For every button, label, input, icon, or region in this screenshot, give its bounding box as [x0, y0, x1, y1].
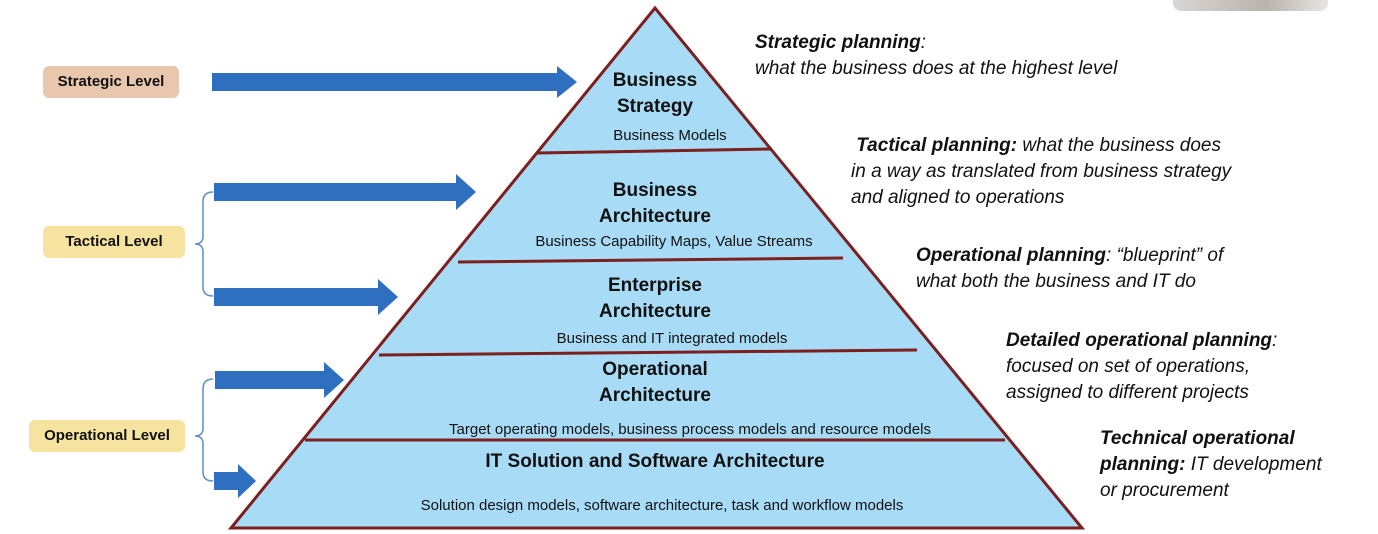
operational-level-tag: Operational Level — [29, 420, 185, 452]
note-1-text-2: what the business does at the highest le… — [755, 58, 1118, 79]
layer-3-title-line1: Enterprise — [608, 275, 702, 296]
note-2-bold: Tactical planning: — [856, 135, 1018, 156]
note-1-bold: Strategic planning — [755, 32, 921, 53]
note-tactical-planning: Tactical planning: what the business doe… — [851, 133, 1351, 211]
divider-line-3 — [378, 348, 918, 357]
arrow-operational-1 — [215, 362, 344, 398]
note-4-text-2: focused on set of operations, — [1006, 356, 1250, 377]
note-3-bold: Operational planning — [916, 245, 1107, 266]
note-2-text-3: and aligned to operations — [851, 187, 1065, 208]
arrow-operational-2 — [214, 464, 256, 498]
note-4-text-1: : — [1272, 330, 1278, 351]
note-detailed-operational-planning: Detailed operational planning: focused o… — [1006, 328, 1366, 406]
tactical-level-tag: Tactical Level — [43, 226, 185, 258]
tactical-bracket — [194, 191, 214, 297]
note-2-text-1: what the business does — [1017, 135, 1221, 156]
note-1-text-1: : — [920, 32, 927, 53]
note-4-text-3: assigned to different projects — [1006, 382, 1249, 403]
layer-5-subtitle: Solution design models, software archite… — [420, 497, 904, 514]
layer-1-title: Business Strategy — [575, 68, 735, 120]
layer-3-subtitle: Business and IT integrated models — [556, 330, 788, 347]
operational-bracket — [194, 378, 214, 482]
layer-2-title: Business Architecture — [555, 178, 755, 230]
layer-2-title-line2: Architecture — [599, 206, 711, 227]
layer-5-title: IT Solution and Software Architecture — [485, 451, 825, 472]
layer-1-subtitle: Business Models — [613, 127, 727, 144]
layer-1-title-line2: Strategy — [616, 96, 694, 117]
note-technical-operational-planning: Technical operational planning: IT devel… — [1100, 426, 1370, 504]
pyramid — [227, 5, 1086, 530]
note-4-bold: Detailed operational planning — [1006, 330, 1273, 351]
divider-line-2 — [457, 256, 844, 264]
layer-4-title: Operational Architecture — [555, 357, 755, 409]
note-strategic-planning: Strategic planning: what the business do… — [755, 30, 1315, 82]
layer-4-subtitle: Target operating models, business proces… — [449, 421, 931, 438]
strategic-level-tag: Strategic Level — [43, 66, 179, 98]
arrow-tactical-1 — [214, 174, 476, 210]
photo-thumbnail-corner — [1173, 0, 1328, 11]
note-3-text-1: : “blueprint” of — [1106, 245, 1224, 266]
layer-1-title-line1: Business — [612, 70, 698, 91]
layer-4-title-line2: Architecture — [599, 385, 711, 406]
layer-2-title-line1: Business — [612, 180, 698, 201]
note-3-text-2: what both the business and IT do — [916, 271, 1196, 292]
note-5-text-1: IT development — [1185, 454, 1322, 475]
layer-4-title-line1: Operational — [602, 359, 708, 380]
arrow-tactical-2 — [214, 279, 398, 315]
layer-3-title: Enterprise Architecture — [555, 273, 755, 325]
arrow-strategic — [212, 66, 577, 98]
layer-2-subtitle: Business Capability Maps, Value Streams — [535, 233, 813, 250]
layer-3-title-line2: Architecture — [599, 301, 711, 322]
note-5-text-2: or procurement — [1100, 480, 1229, 501]
note-operational-planning: Operational planning: “blueprint” of wha… — [916, 243, 1336, 295]
note-2-text-2: in a way as translated from business str… — [851, 161, 1232, 182]
note-5-bold-2: planning: — [1100, 454, 1186, 475]
note-5-bold-1: Technical operational — [1100, 428, 1295, 449]
divider-line-1 — [536, 147, 773, 155]
